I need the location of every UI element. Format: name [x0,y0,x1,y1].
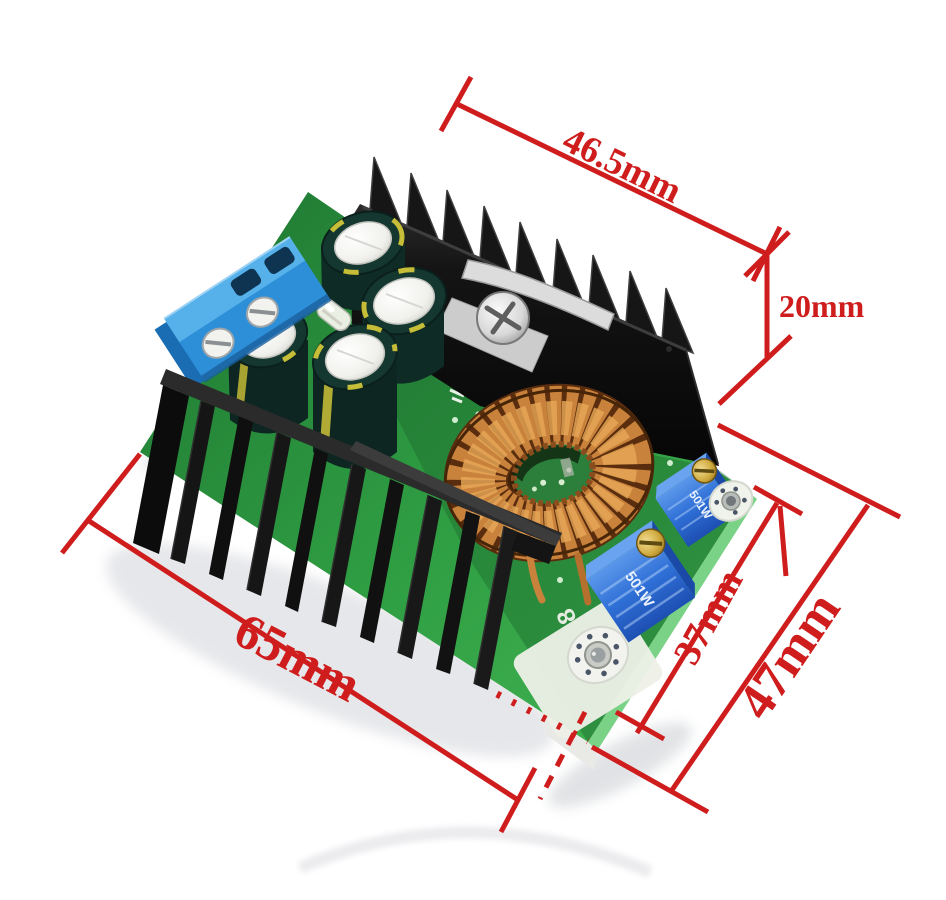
dim-line-overall-width [669,503,871,792]
wire-entry-hole [264,246,295,274]
top-heatsink-fins [369,156,695,355]
extension-line-bottom-right [590,744,710,815]
mounting-bracket [435,259,615,373]
dim-label-overall-width: 47mm [727,582,852,729]
extension-line-top-right [716,422,902,520]
dim-line-board-width [634,501,780,735]
front-heatsink [133,369,562,690]
capacitor [360,266,448,384]
wire-entry-hole [230,268,262,296]
projection-dashed-line [537,710,588,801]
inductor-lead [526,552,546,604]
dim-line-top-width [453,100,769,257]
fin-edge-highlights [170,400,505,685]
watermark-arc [297,826,653,878]
trimpot-front: 501W [585,520,695,643]
inductor-lead [574,552,592,606]
dim-line-board-length [84,516,520,803]
dim-label-heatsink-height: 20mm [779,288,865,324]
led-glass-diode [316,298,352,332]
dim-label-top-width: 46.5mm [556,120,688,212]
terminal-block [154,236,332,389]
mounting-hole-right [708,480,754,522]
mounting-hole-bottom [566,625,630,685]
dimension-lines [60,75,902,834]
silkscreen-marks [449,388,465,404]
front-heatsink-fins [133,385,518,690]
